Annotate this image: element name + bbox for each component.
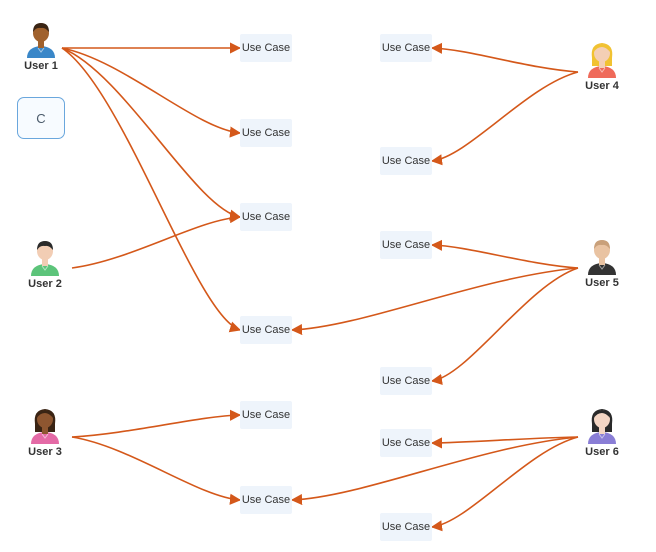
actor-user6[interactable]: User 6 — [574, 404, 630, 458]
actor-label: User 3 — [28, 446, 62, 458]
connector-user2-uc-l3[interactable] — [71, 212, 242, 269]
use-case-uc-l6[interactable]: Use Case — [240, 486, 292, 514]
actor-user3[interactable]: User 3 — [17, 404, 73, 458]
connector-user1-uc-l3[interactable] — [61, 47, 242, 221]
use-case-uc-r1[interactable]: Use Case — [380, 34, 432, 62]
actor-label: User 1 — [24, 60, 58, 72]
connector-user4-uc-r2[interactable] — [430, 71, 579, 166]
connector-user6-uc-r5[interactable] — [430, 436, 579, 449]
actor-label: User 6 — [585, 446, 619, 458]
c-button[interactable]: C — [17, 97, 65, 139]
actor-user4[interactable]: User 4 — [574, 38, 630, 92]
use-case-uc-l4[interactable]: Use Case — [240, 316, 292, 344]
connector-user3-uc-l6[interactable] — [71, 436, 242, 505]
connector-user1-uc-l2[interactable] — [61, 47, 242, 138]
connector-user3-uc-l5[interactable] — [71, 409, 242, 438]
connections-group — [61, 42, 579, 532]
actor-label: User 2 — [28, 278, 62, 290]
use-case-uc-r6[interactable]: Use Case — [380, 513, 432, 541]
connector-user5-uc-l4[interactable] — [290, 267, 579, 336]
connector-user4-uc-r1[interactable] — [430, 42, 579, 73]
use-case-uc-l3[interactable]: Use Case — [240, 203, 292, 231]
male-user-green-icon — [31, 241, 59, 276]
use-case-uc-r4[interactable]: Use Case — [380, 367, 432, 395]
male-user-dark-icon — [588, 240, 616, 275]
use-case-uc-l5[interactable]: Use Case — [240, 401, 292, 429]
actor-label: User 5 — [585, 277, 619, 289]
male-user-blue-icon — [27, 23, 55, 58]
use-case-uc-r3[interactable]: Use Case — [380, 231, 432, 259]
actor-label: User 4 — [585, 80, 619, 92]
use-case-uc-l1[interactable]: Use Case — [240, 34, 292, 62]
use-case-uc-r2[interactable]: Use Case — [380, 147, 432, 175]
use-case-uc-l2[interactable]: Use Case — [240, 119, 292, 147]
connector-user5-uc-r4[interactable] — [430, 267, 579, 385]
connector-user1-uc-l4[interactable] — [61, 47, 242, 333]
connector-user6-uc-l6[interactable] — [290, 436, 579, 506]
female-user-purple-icon — [588, 409, 616, 444]
actor-user2[interactable]: User 2 — [17, 236, 73, 290]
actor-user5[interactable]: User 5 — [574, 235, 630, 289]
female-user-pink-icon — [31, 409, 59, 444]
use-case-uc-r5[interactable]: Use Case — [380, 429, 432, 457]
female-user-blonde-icon — [588, 43, 616, 78]
actor-user1[interactable]: User 1 — [13, 18, 69, 72]
connector-user5-uc-r3[interactable] — [430, 239, 579, 269]
connector-user6-uc-r6[interactable] — [430, 436, 579, 532]
